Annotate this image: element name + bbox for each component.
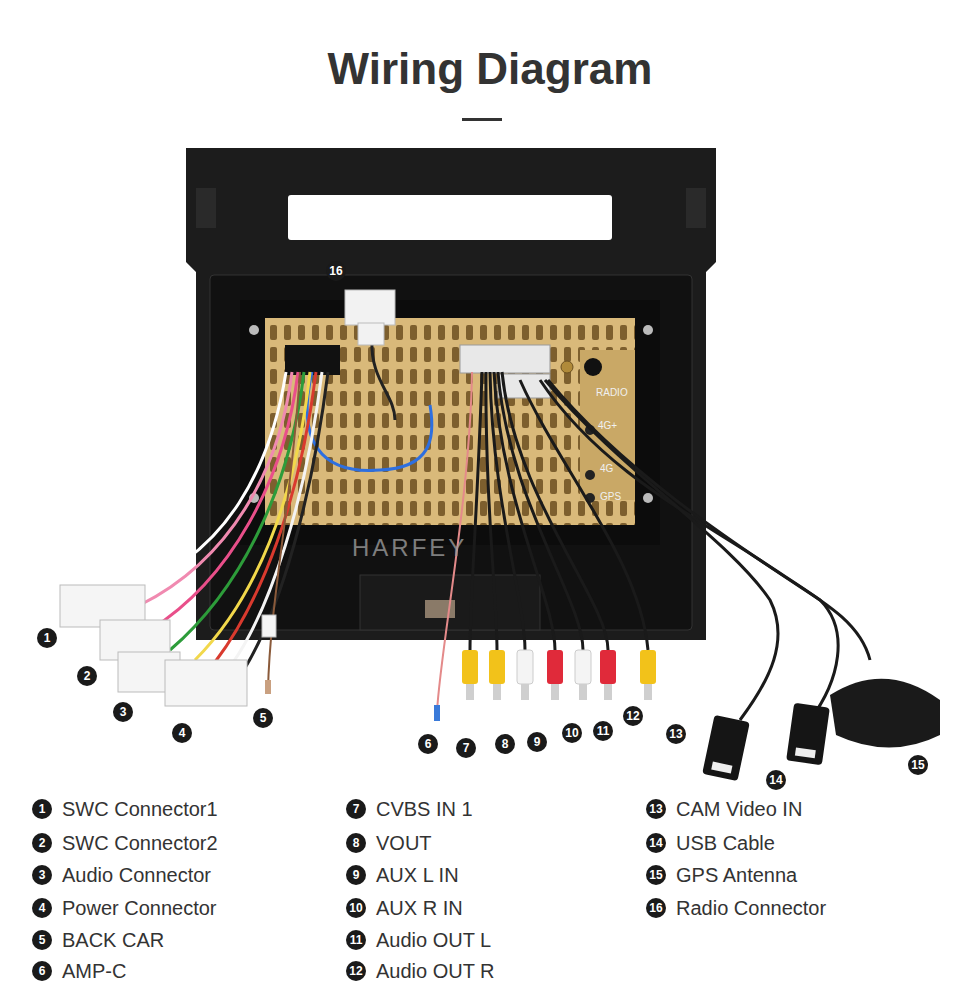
callout-number: 1: [37, 628, 57, 648]
legend-number: 2: [32, 833, 52, 853]
port-label: 4G: [600, 463, 613, 474]
legend-text: AUX L IN: [376, 864, 459, 886]
callout-number: 2: [77, 666, 97, 686]
callout-number: 15: [908, 755, 928, 775]
rca-plugs: [462, 650, 656, 700]
callout-number: 4: [172, 723, 192, 743]
title-underline: [462, 118, 502, 121]
callout-number: 6: [418, 734, 438, 754]
legend-text: USB Cable: [676, 832, 775, 854]
callout-number: 16: [326, 261, 346, 281]
legend-number: 13: [646, 799, 666, 819]
callout-number: 12: [623, 706, 643, 726]
legend-number: 14: [646, 833, 666, 853]
callout-number: 10: [562, 723, 582, 743]
watermark: HARFEY: [352, 534, 467, 562]
legend-text: VOUT: [376, 832, 432, 854]
callout-number: 9: [527, 732, 547, 752]
callout-number: 8: [495, 734, 515, 754]
legend-text: GPS Antenna: [676, 864, 797, 886]
legend-number: 3: [32, 865, 52, 885]
legend-number: 12: [346, 961, 366, 981]
legend-number: 16: [646, 898, 666, 918]
legend-number: 15: [646, 865, 666, 885]
legend-text: AUX R IN: [376, 897, 463, 919]
legend-text: SWC Connector1: [62, 798, 218, 820]
legend-number: 9: [346, 865, 366, 885]
legend-text: Radio Connector: [676, 897, 826, 919]
legend-text: SWC Connector2: [62, 832, 218, 854]
legend-number: 5: [32, 930, 52, 950]
frame-slot: [288, 195, 612, 240]
dash-frame: [186, 148, 716, 640]
gps-antenna: [830, 679, 940, 748]
port-label: 4G+: [598, 420, 617, 431]
callout-number: 14: [766, 770, 786, 790]
legend-text: CAM Video IN: [676, 798, 802, 820]
legend-text: BACK CAR: [62, 929, 164, 951]
callout-number: 11: [593, 721, 613, 741]
legend-text: Audio OUT R: [376, 960, 495, 982]
legend-text: CVBS IN 1: [376, 798, 473, 820]
port-label: GPS: [600, 491, 621, 502]
callout-number: 7: [456, 738, 476, 758]
legend-text: AMP-C: [62, 960, 126, 982]
legend-number: 4: [32, 898, 52, 918]
legend-text: Audio OUT L: [376, 929, 491, 951]
legend-number: 6: [32, 961, 52, 981]
legend-number: 10: [346, 898, 366, 918]
diagram-title: Wiring Diagram: [0, 44, 980, 94]
legend-number: 8: [346, 833, 366, 853]
legend-text: Audio Connector: [62, 864, 211, 886]
callout-number: 13: [666, 724, 686, 744]
callout-number: 3: [113, 702, 133, 722]
callout-number: 5: [253, 708, 273, 728]
legend-number: 1: [32, 799, 52, 819]
port-label: RADIO: [596, 387, 628, 398]
legend-text: Power Connector: [62, 897, 217, 919]
legend-number: 11: [346, 930, 366, 950]
legend-number: 7: [346, 799, 366, 819]
